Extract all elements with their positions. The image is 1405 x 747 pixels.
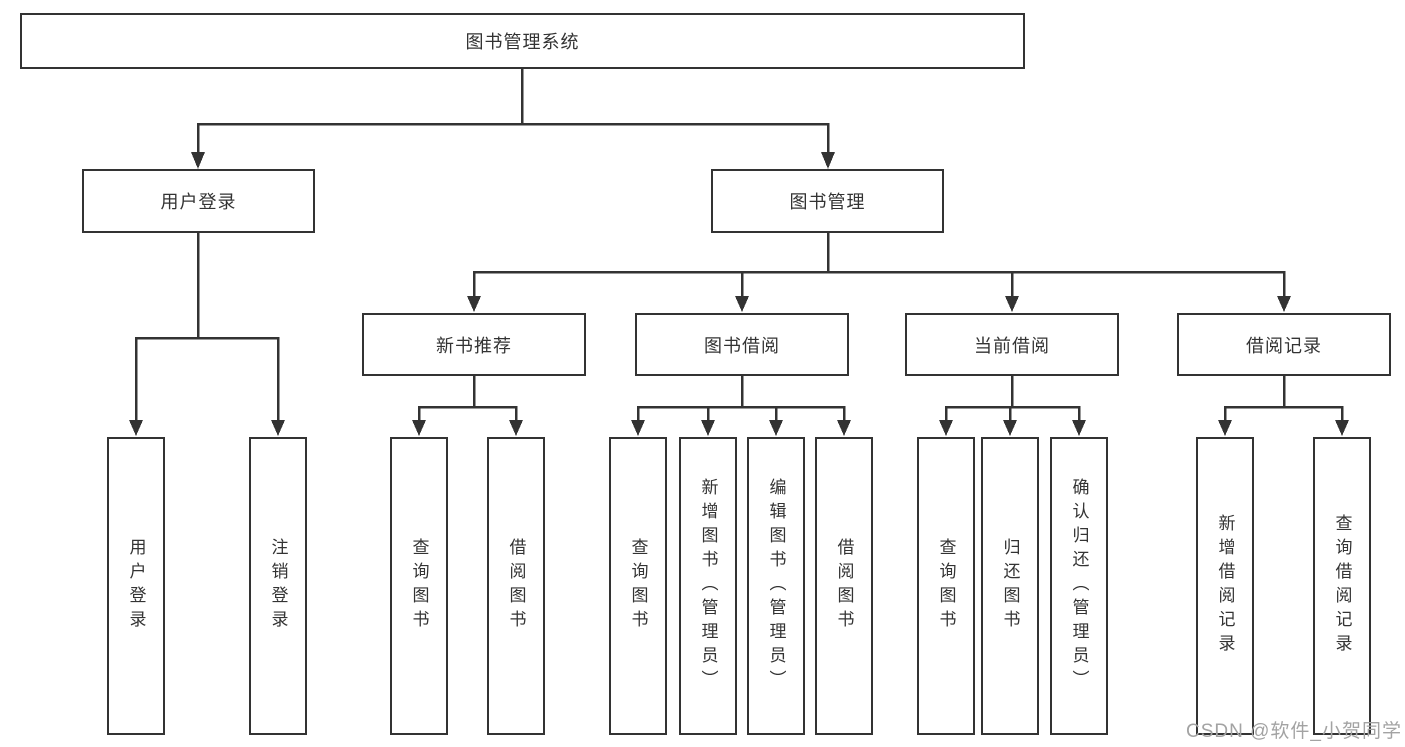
node-label: 当前借阅 — [974, 335, 1050, 356]
node-label: 新增图书（管理员） — [698, 478, 718, 694]
edge-current-borrowing-to-leaves — [939, 376, 1086, 436]
node-label: 查询图书 — [936, 538, 956, 634]
node-book-borrowing: 图书借阅 — [635, 313, 849, 376]
node-library-management-system: 图书管理系统 — [20, 13, 1025, 69]
leaf-query-books: 查询图书 — [390, 437, 448, 735]
edge-book-management-to-level3 — [467, 233, 1291, 312]
node-label: 查询图书 — [409, 538, 429, 634]
edge-borrowing-records-to-leaves — [1218, 376, 1349, 436]
node-label: 借阅图书 — [834, 538, 854, 634]
node-label: 新书推荐 — [436, 335, 512, 356]
watermark: CSDN @软件_小贺同学 — [1186, 721, 1402, 742]
node-borrowing-records: 借阅记录 — [1177, 313, 1391, 376]
node-label: 查询借阅记录 — [1332, 514, 1352, 658]
node-label: 图书管理系统 — [465, 32, 580, 52]
leaf-add-borrow-record: 新增借阅记录 — [1196, 437, 1254, 735]
leaf-user-login: 用户登录 — [107, 437, 165, 735]
node-label: 新增借阅记录 — [1215, 514, 1235, 658]
edge-user-login-to-leaves — [129, 233, 285, 436]
leaf-add-book-admin: 新增图书（管理员） — [679, 437, 737, 735]
node-book-management: 图书管理 — [711, 169, 944, 233]
node-label: 确认归还（管理员） — [1069, 478, 1089, 694]
node-label: 借阅记录 — [1246, 335, 1322, 356]
node-label: 借阅图书 — [506, 538, 526, 634]
node-label: 用户登录 — [126, 538, 146, 634]
leaf-query-borrow-record: 查询借阅记录 — [1313, 437, 1371, 735]
edge-root-to-level2 — [191, 69, 835, 169]
leaf-query-books: 查询图书 — [917, 437, 975, 735]
node-label: 图书借阅 — [704, 335, 780, 356]
leaf-return-books: 归还图书 — [981, 437, 1039, 735]
node-label: 用户登录 — [160, 192, 237, 212]
node-label: 图书管理 — [789, 192, 866, 212]
node-user-login: 用户登录 — [82, 169, 315, 233]
leaf-confirm-return-admin: 确认归还（管理员） — [1050, 437, 1108, 735]
node-label: 查询图书 — [628, 538, 648, 634]
leaf-query-books: 查询图书 — [609, 437, 667, 735]
leaf-logout: 注销登录 — [249, 437, 307, 735]
node-label: 归还图书 — [1000, 538, 1020, 634]
leaf-edit-book-admin: 编辑图书（管理员） — [747, 437, 805, 735]
node-label: 注销登录 — [268, 538, 288, 634]
node-label: 编辑图书（管理员） — [766, 478, 786, 694]
leaf-borrow-books: 借阅图书 — [815, 437, 873, 735]
node-current-borrowing: 当前借阅 — [905, 313, 1119, 376]
leaf-borrow-books: 借阅图书 — [487, 437, 545, 735]
edge-new-book-recommendation-to-leaves — [412, 376, 523, 436]
edge-book-borrowing-to-leaves — [631, 376, 851, 436]
node-new-book-recommendation: 新书推荐 — [362, 313, 586, 376]
